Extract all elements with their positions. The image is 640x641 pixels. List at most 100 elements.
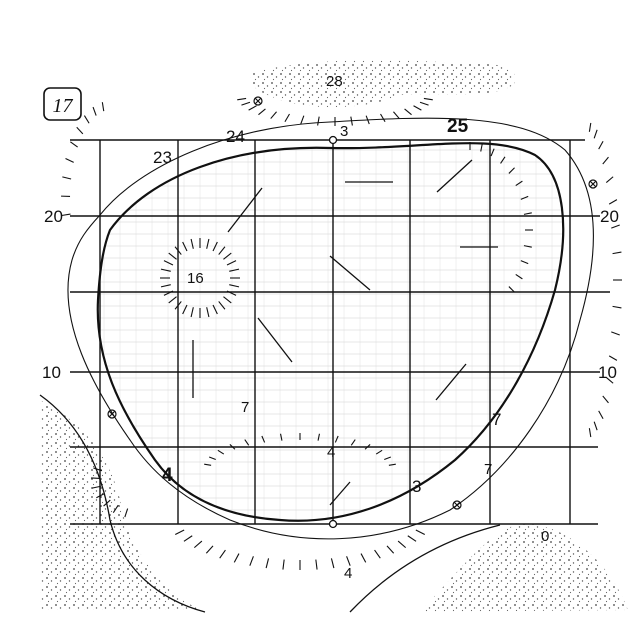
slope-hatch [182,304,188,315]
contour-label-4-left: 4 [162,465,173,486]
slope-hatch [330,558,335,569]
slope-hatch [124,508,129,518]
slope-hatch [229,444,236,450]
slope-hatch [350,116,353,126]
slope-hatch [190,307,194,318]
slope-hatch [346,556,351,566]
slope-hatch [386,545,395,554]
slope-hatch [96,493,105,499]
contour-label-4-bottom: 4 [344,565,352,582]
slope-hatch [593,421,598,431]
slope-hatch [419,101,429,106]
contour-label-4-center: 4 [327,444,335,461]
slope-hatch [365,115,370,125]
slope-hatch [588,122,592,132]
contour-label-16: 16 [187,270,204,287]
slope-hatch [261,435,266,443]
slope-hatch [612,305,622,309]
sprinkler-head-icon [452,500,462,510]
back-pin-marker [328,519,338,529]
slope-hatch [598,141,604,150]
slope-hatch [61,213,71,217]
green-outline [96,142,565,522]
contour-label-7-right-upper: 7 [492,410,501,429]
slope-hatch [183,535,193,542]
slope-hatch [265,558,270,569]
slope-hatch [593,129,598,139]
slope-hatch [168,296,177,304]
slope-hatch [204,463,212,466]
slope-hatch [611,331,620,336]
slope-hatch [233,553,240,563]
slope-hatch [226,260,237,266]
slope-hatch [70,141,78,148]
sprinkler-head-icon [107,409,117,419]
slope-hatch [384,456,392,460]
yardage-right-10: 10 [598,363,617,382]
slope-hatch [244,439,250,446]
slope-hatch [92,106,97,116]
slope-hatch [608,199,618,205]
slope-hatch [284,113,290,123]
slope-hatch [380,113,386,123]
slope-hatch [226,290,237,296]
slope-hatch [174,301,182,310]
slope-hatch [500,156,506,164]
slope-hatch [270,111,277,119]
slope-hatch [258,108,266,116]
slope-hatch [404,108,412,116]
slope-arrow [329,255,371,291]
slope-hatch [520,195,529,200]
slope-hatch [248,105,257,111]
slope-hatch [174,246,182,255]
slope-arrow [227,187,263,233]
slope-hatch [374,549,381,559]
slope-hatch [375,449,383,455]
slope-hatch [360,553,367,563]
slope-hatch [317,116,320,126]
slope-hatch [520,260,529,265]
slope-hatch [218,246,226,255]
slope-hatch [423,97,433,101]
contour-label-0: 0 [541,528,549,545]
slope-hatch [65,158,74,163]
slope-hatch [175,529,185,535]
slope-hatch [190,238,194,249]
slope-hatch [598,410,604,419]
slope-hatch [490,148,495,157]
slope-hatch [219,549,226,559]
slope-hatch [206,307,210,318]
contour-label-23: 23 [153,148,172,167]
slope-hatch [300,115,305,125]
slope-hatch [334,435,339,443]
slope-hatch [397,540,407,549]
slope-hatch [160,284,171,288]
slope-hatch [393,111,400,119]
slope-hatch [76,126,84,135]
slope-hatch [612,251,622,255]
contour-label-7-right-lower: 7 [484,461,492,478]
slope-hatch [523,245,532,248]
contour-label-3-bottom: 3 [412,477,421,496]
pin-markers [328,135,338,529]
slope-hatch [93,467,103,472]
yardage-right-20: 20 [600,207,619,226]
slope-hatch [480,143,483,152]
slope-hatch [160,268,171,272]
slope-hatch [91,485,101,489]
slope-hatch [388,463,396,466]
slope-hatch [217,449,225,455]
hole-number: 17 [53,95,74,117]
slope-hatch [605,176,614,184]
slope-hatch [83,115,90,124]
slope-hatch [317,433,320,441]
slope-hatch [280,433,283,441]
slope-hatch [101,102,105,112]
slope-hatch [508,167,515,174]
slope-hatch [163,260,174,266]
contour-label-25: 25 [447,116,469,137]
contour-label-28: 28 [326,73,343,90]
slope-hatch [249,556,254,566]
slope-hatch [588,428,592,438]
slope-hatch [608,355,618,361]
